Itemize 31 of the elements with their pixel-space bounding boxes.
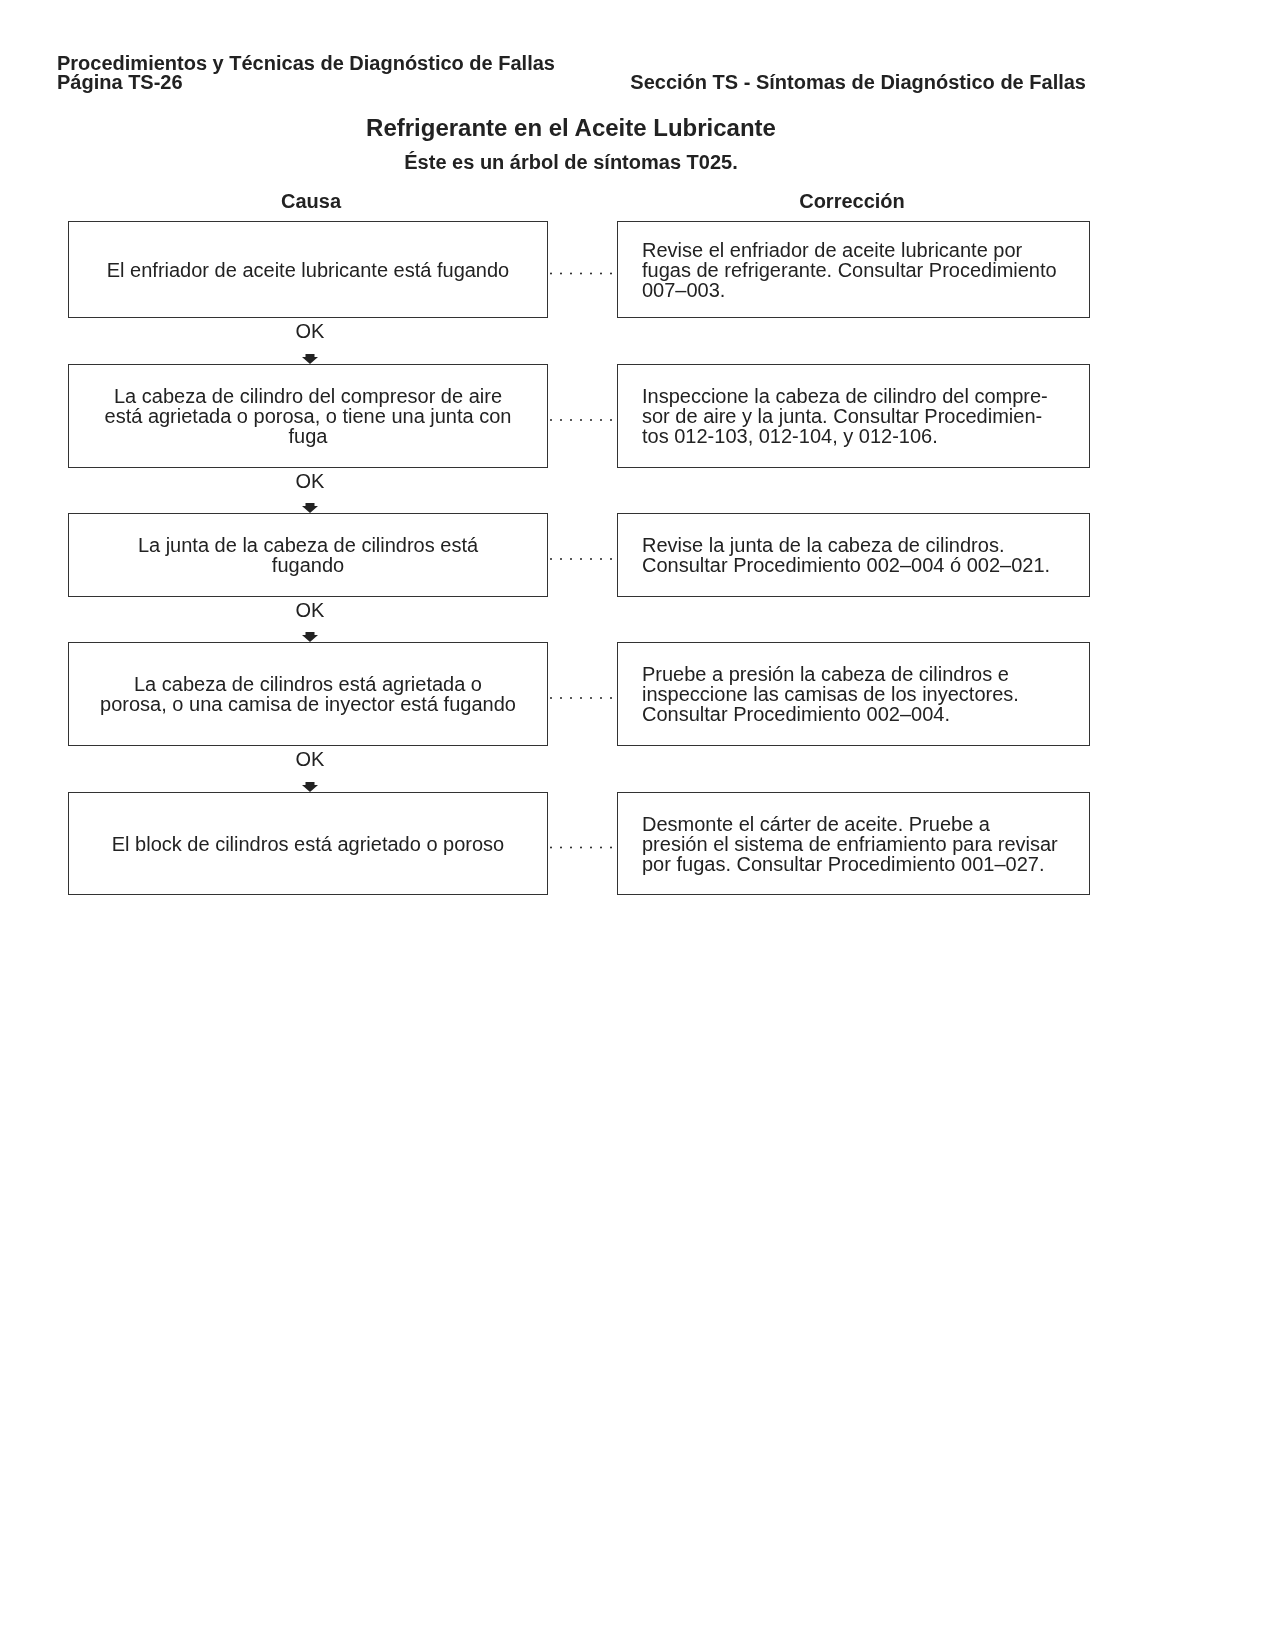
- box-text: Revise la junta de la cabeza de cilindros. Consultar Procedimiento 002–004 ó 002–021.: [642, 535, 1052, 575]
- box-text: Desmonte el cárter de aceite. Pruebe a presión el sistema de enfriamiento para revisar por fugas. Consultar Procedimiento 001–027.: [642, 813, 1059, 874]
- cause-box: [68, 221, 548, 318]
- box-text: La cabeza de cilindro del compresor de aire está agrietada o porosa, o tiene una junta con fuga: [103, 386, 513, 446]
- subtitle: Éste es un árbol de síntomas T025.: [404, 151, 738, 173]
- edge-label: OK: [295, 600, 325, 620]
- section-header: Sección TS - Síntomas de Diagnóstico de Fallas: [630, 71, 1086, 93]
- page-number: Página TS-26: [57, 71, 183, 93]
- box-text: El block de cilindros está agrietado o poroso: [110, 833, 506, 854]
- correction-box: [617, 364, 1090, 468]
- edge-label: OK: [295, 749, 325, 769]
- box-text: La cabeza de cilindros está agrietada o porosa, o una camisa de inyector está fugando: [99, 674, 517, 714]
- cause-box: [68, 513, 548, 597]
- correction-box: [617, 513, 1090, 597]
- edge-label: OK: [295, 321, 325, 341]
- correction-box: [617, 642, 1090, 746]
- edge-label: OK: [295, 471, 325, 491]
- column-heading: Causa: [281, 190, 341, 212]
- correction-box: [617, 792, 1090, 895]
- box-text: Pruebe a presión la cabeza de cilindros e inspeccione las camisas de los inyectores. Consultar Procedimiento 002–004.: [642, 664, 1020, 724]
- correction-box: [617, 221, 1090, 318]
- column-heading: Corrección: [799, 190, 905, 212]
- running-header: Procedimientos y Técnicas de Diagnóstico de Fallas: [57, 52, 555, 74]
- diagram-title: Refrigerante en el Aceite Lubricante: [366, 117, 776, 139]
- box-text: La junta de la cabeza de cilindros está fugando: [136, 535, 480, 575]
- box-text: El enfriador de aceite lubricante está fugando: [105, 259, 511, 280]
- cause-box: [68, 642, 548, 746]
- cause-box: [68, 792, 548, 895]
- cause-box: [68, 364, 548, 468]
- box-text: Inspeccione la cabeza de cilindro del compre- sor de aire y la junta. Consultar Procedimien- tos 012-103, 012-104, y 012-106.: [642, 386, 1049, 446]
- box-text: Revise el enfriador de aceite lubricante por fugas de refrigerante. Consultar Procedimiento 007–003.: [642, 239, 1058, 300]
